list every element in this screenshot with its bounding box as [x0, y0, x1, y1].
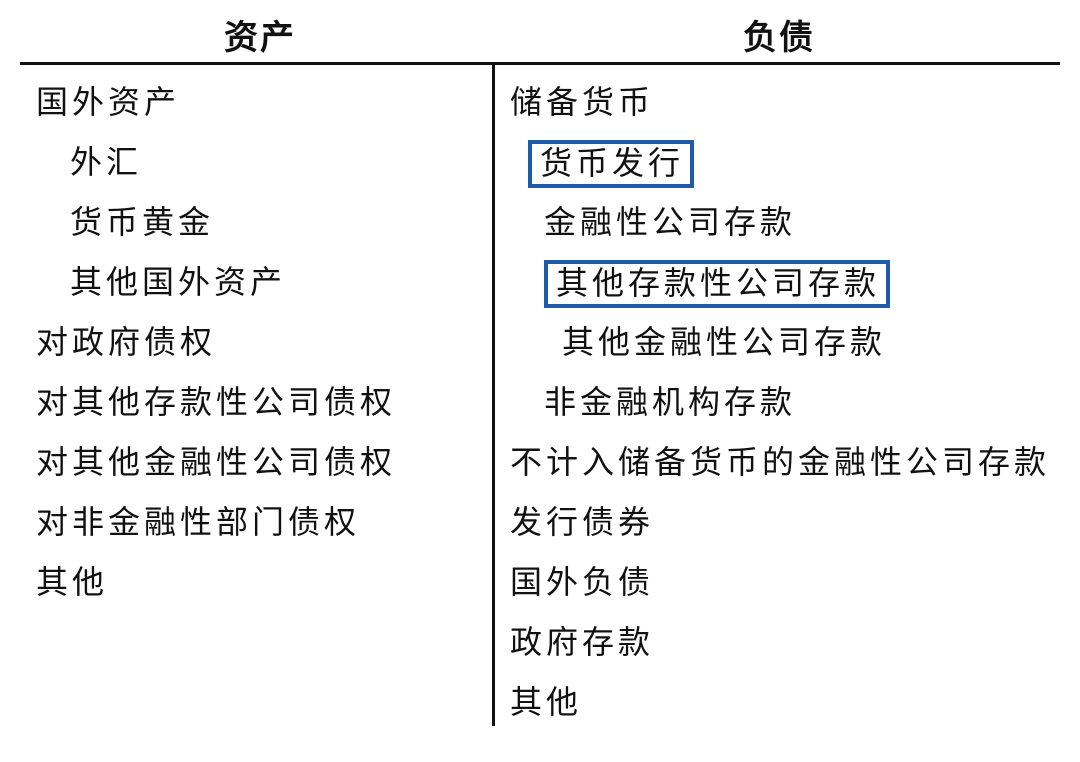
asset-row: 对政府债权: [36, 323, 217, 361]
liability-row-highlighted: 货币发行: [510, 134, 1050, 194]
asset-row: 外汇: [70, 143, 143, 181]
liability-row-highlighted: 其他存款性公司存款: [510, 254, 1050, 314]
liability-row: 储备货币: [510, 83, 655, 121]
asset-row: 其他: [36, 563, 109, 601]
asset-row: 对非金融性部门债权: [36, 503, 361, 541]
asset-row: 货币黄金: [70, 203, 215, 241]
asset-row: 对其他金融性公司债权: [36, 443, 397, 481]
assets-column: 国外资产 外汇 货币黄金 其他国外资产 对政府债权 对其他存款性公司债权 对其他…: [36, 74, 396, 614]
assets-header: 资产: [224, 18, 296, 58]
liabilities-column: 储备货币 货币发行 金融性公司存款 其他存款性公司存款 其他金融性公司存款 非金…: [510, 74, 1050, 734]
liability-row: 不计入储备货币的金融性公司存款: [510, 443, 1051, 481]
column-divider: [492, 64, 495, 726]
liability-row: 发行债券: [510, 503, 655, 541]
liability-row: 政府存款: [510, 623, 655, 661]
liability-row: 其他: [510, 683, 583, 721]
asset-row: 其他国外资产: [70, 263, 287, 301]
liability-row: 非金融机构存款: [544, 383, 797, 421]
header-divider: [20, 62, 1060, 65]
liability-row: 金融性公司存款: [544, 203, 797, 241]
highlight-box: 货币发行: [528, 140, 695, 188]
asset-row: 国外资产: [36, 83, 181, 121]
asset-row: 对其他存款性公司债权: [36, 383, 397, 421]
liabilities-header: 负债: [743, 18, 815, 58]
liability-row: 其他金融性公司存款: [562, 323, 887, 361]
highlight-box: 其他存款性公司存款: [544, 260, 891, 308]
liability-row: 国外负债: [510, 563, 655, 601]
